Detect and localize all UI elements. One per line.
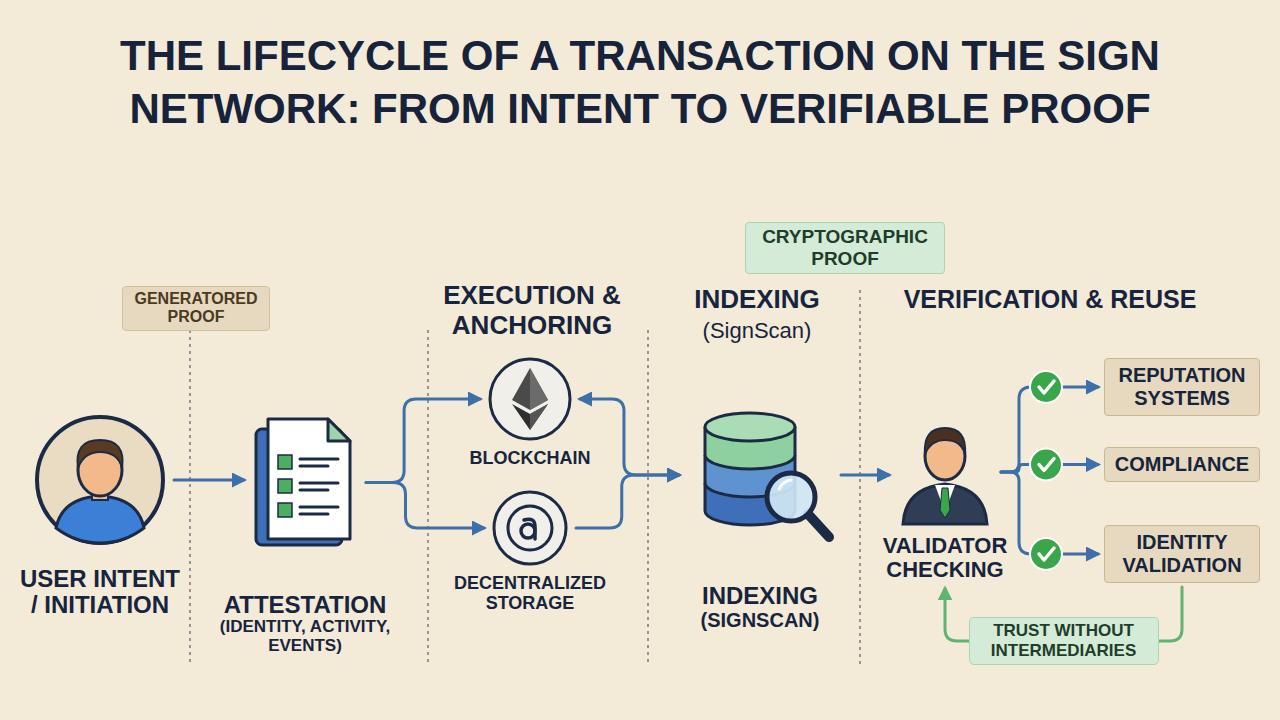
divider-line <box>859 290 861 665</box>
doc-icon <box>250 415 360 550</box>
storage-node: DECENTRALIZED STORAGE <box>445 488 615 614</box>
indexing-node: INDEXING(SIGNSCAN) <box>668 405 852 631</box>
divider-line <box>427 330 429 665</box>
check-mark <box>1030 449 1062 481</box>
check-tick <box>1039 381 1054 393</box>
val-illustration <box>895 418 995 526</box>
proof-tag: CRYPTOGRAPHIC PROOF <box>745 222 945 274</box>
outcome-box: COMPLIANCE <box>1104 447 1260 482</box>
db-icon <box>685 405 835 545</box>
outcome-box: IDENTITY VALIDATION <box>1104 525 1260 583</box>
node-subtitle: (SIGNSCAN) <box>668 609 852 631</box>
section-heading: EXECUTION & ANCHORING <box>417 281 647 341</box>
node-label: IDENTITY VALIDATION <box>1109 531 1255 577</box>
node-label: DECENTRALIZED STORAGE <box>445 574 615 614</box>
user-illustration <box>32 412 168 548</box>
db-illustration <box>685 405 835 545</box>
user-icon <box>32 412 168 548</box>
flow-arrow <box>580 399 679 475</box>
flow-arrow <box>174 479 244 482</box>
blockchain-node: BLOCKCHAIN <box>460 355 600 469</box>
store-illustration <box>490 488 570 568</box>
node-label: INDEXING <box>668 583 852 609</box>
attestation-node: ATTESTATION(IDENTITY, ACTIVITY, EVENTS) <box>198 415 412 656</box>
flow-arrow <box>841 474 889 477</box>
user-node: USER INTENT / INITIATION <box>15 412 185 619</box>
flow-arrow <box>366 399 480 483</box>
chain-icon <box>486 355 574 443</box>
doc-illustration <box>250 415 360 550</box>
validator-node: VALIDATOR CHECKING <box>870 418 1020 582</box>
chain-illustration <box>486 355 574 443</box>
check-circle <box>1030 538 1062 570</box>
section-subheading: (SignScan) <box>657 318 857 343</box>
check-circle <box>1030 371 1062 403</box>
node-label: COMPLIANCE <box>1109 453 1255 476</box>
flow-arrow <box>576 475 679 528</box>
proof-tag: GENERATORED PROOF <box>122 286 270 331</box>
divider-line <box>647 330 649 665</box>
flow-arrow <box>366 483 484 529</box>
check-tick <box>1039 548 1054 560</box>
node-label: BLOCKCHAIN <box>460 449 600 469</box>
node-label: CRYPTOGRAPHIC PROOF <box>752 226 938 270</box>
node-label: GENERATORED PROOF <box>129 290 263 327</box>
diagram-title: THE LIFECYCLE OF A TRANSACTION ON THE SI… <box>40 30 1240 135</box>
node-label: ATTESTATION <box>198 592 412 618</box>
edge-label: TRUST WITHOUT INTERMEDIARIES <box>969 617 1159 664</box>
node-label: USER INTENT / INITIATION <box>15 566 185 619</box>
node-subtitle: (IDENTITY, ACTIVITY, EVENTS) <box>198 618 412 655</box>
divider-line <box>189 330 191 665</box>
section-heading: VERIFICATION & REUSE <box>850 285 1250 314</box>
check-mark <box>1030 371 1062 403</box>
val-icon <box>895 418 995 526</box>
check-mark <box>1030 538 1062 570</box>
node-label: VALIDATOR CHECKING <box>870 534 1020 582</box>
section-heading: INDEXING <box>657 285 857 315</box>
outcome-box: REPUTATION SYSTEMS <box>1104 358 1260 416</box>
store-icon <box>490 488 570 568</box>
check-tick <box>1039 459 1054 471</box>
check-circle <box>1030 449 1062 481</box>
node-label: REPUTATION SYSTEMS <box>1109 364 1255 410</box>
